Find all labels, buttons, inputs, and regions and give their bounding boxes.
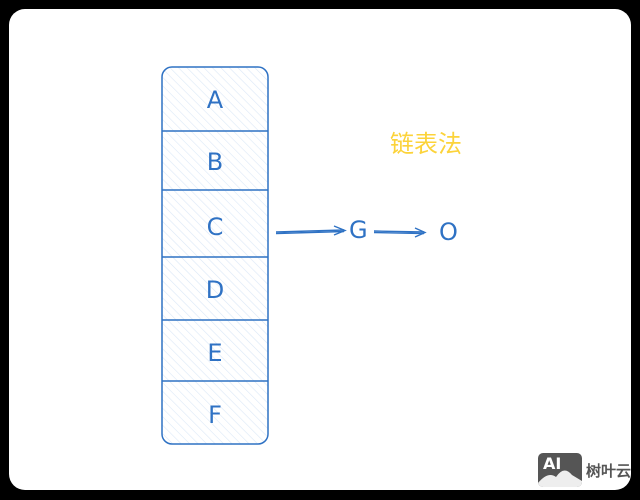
arrow-c-to-g xyxy=(275,225,347,236)
watermark-logo: AI xyxy=(538,453,582,487)
bucket-e: E xyxy=(207,339,223,367)
bucket-d: D xyxy=(205,276,225,304)
watermark-text: 树叶云 xyxy=(586,461,632,480)
arrow-g-to-o xyxy=(373,227,427,238)
bucket-a: A xyxy=(206,86,224,114)
bucket-f: F xyxy=(208,401,222,429)
bucket-b: B xyxy=(206,148,224,176)
hash-table xyxy=(161,66,269,445)
bucket-c: C xyxy=(206,213,224,241)
chain-node-o: O xyxy=(439,218,458,246)
diagram-title: 链表法 xyxy=(390,130,462,158)
watermark: AI 树叶云 xyxy=(538,453,631,487)
chain-node-g: G xyxy=(349,216,368,244)
canvas xyxy=(9,9,631,490)
